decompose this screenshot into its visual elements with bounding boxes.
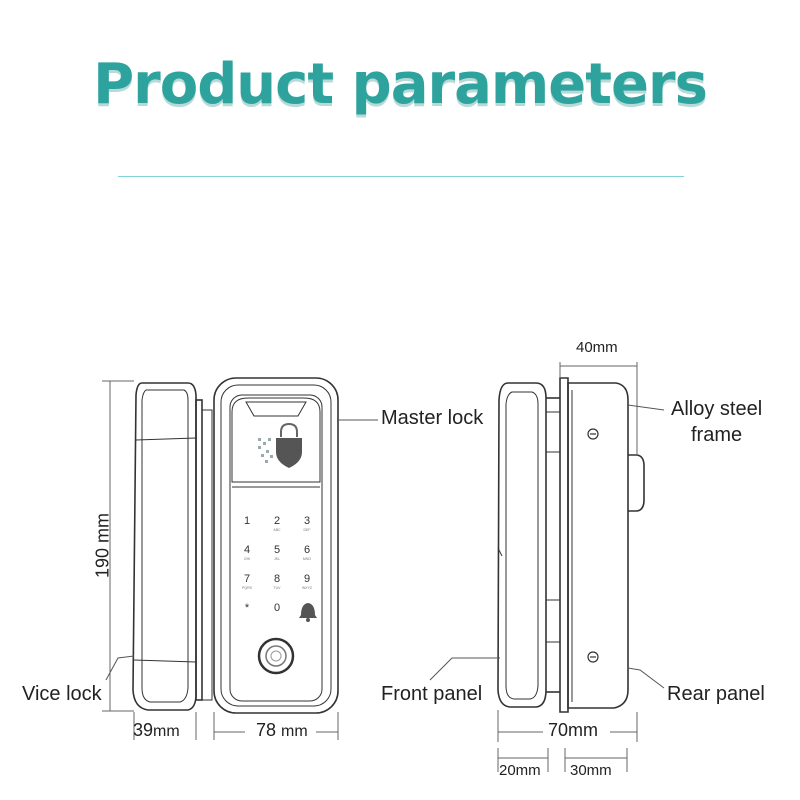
front-panel-label: Front panel — [381, 683, 483, 705]
master-lock-label: Master lock — [381, 407, 484, 429]
page-title: Product parameters — [93, 52, 708, 117]
side-frame-gap — [546, 397, 560, 693]
rear-depth-dimension-label: 30mm — [570, 762, 612, 779]
keypad-key-3: 3 — [304, 515, 310, 527]
keypad-key-letters: ABC — [273, 528, 281, 532]
keypad-key-8: 8 — [274, 573, 280, 585]
keypad-key-letters: DEF — [304, 528, 311, 532]
keypad-key-letters: JKL — [274, 557, 280, 561]
rear-panel-label: Rear panel — [667, 683, 765, 705]
keypad-key-6: 6 — [304, 544, 310, 556]
alloy-steel-frame-label-line2: frame — [691, 424, 743, 446]
fingerprint-sensor-icon — [257, 637, 295, 675]
rear-panel-side — [559, 377, 645, 713]
vice-width-dimension-label: 39mm — [133, 720, 180, 740]
fingerprint-lock-icon — [258, 422, 302, 468]
keypad-key-letters: GHI — [244, 557, 250, 561]
dimension-lines — [102, 362, 638, 772]
vice-lock-label: Vice lock — [22, 683, 102, 705]
keypad-key-star: * — [245, 602, 250, 614]
master-width-dimension-label: 78 mm — [256, 720, 308, 740]
keypad-key-5: 5 — [274, 544, 280, 556]
front-depth-dimension-label: 20mm — [499, 762, 541, 779]
keypad-key-1: 1 — [244, 515, 250, 527]
bell-icon — [299, 603, 317, 622]
keypad-key-0: 0 — [274, 602, 280, 614]
front-panel-side — [497, 382, 547, 708]
keypad-key-2: 2 — [274, 515, 280, 527]
keypad-key-letters: WXYZ — [302, 586, 313, 590]
leader-lines — [105, 404, 665, 689]
keypad-key-7: 7 — [244, 573, 250, 585]
title-divider — [118, 176, 684, 177]
keypad-key-9: 9 — [304, 573, 310, 585]
glass-clamp-strip — [195, 399, 213, 701]
alloy-steel-frame-label-line1: Alloy steel — [671, 398, 763, 420]
height-dimension-label: 190 mm — [92, 512, 113, 579]
keypad-key-letters: TUV — [274, 586, 282, 590]
keypad-key-letters: MNO — [303, 557, 311, 561]
vice-lock-body — [132, 382, 197, 711]
master-lock-body — [213, 377, 339, 714]
keypad-key-letters: PQRS — [242, 586, 253, 590]
screw-icon — [587, 428, 599, 663]
keypad-key-4: 4 — [244, 544, 250, 556]
frame-width-dimension-label: 40mm — [576, 339, 618, 356]
total-depth-dimension-label: 70mm — [548, 720, 599, 740]
